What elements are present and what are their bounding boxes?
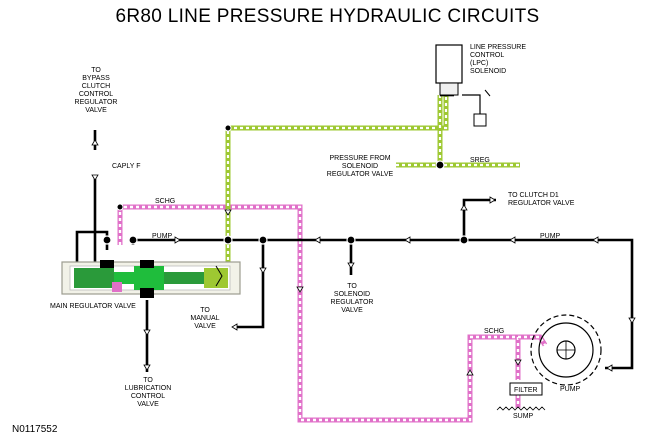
junction-dot: [128, 235, 138, 245]
junction-dot: [102, 235, 112, 245]
reference-number: N0117552: [12, 424, 58, 435]
pump-label-right: PUMP: [540, 233, 561, 240]
to-bypass-label: TO: [91, 67, 101, 74]
junction-dot: [435, 160, 445, 170]
sump-label: SUMP: [513, 413, 534, 420]
to-clutch-label: TO CLUTCH D1: [508, 192, 559, 199]
filter-sump: [496, 382, 546, 411]
pump-label-left: PUMP: [152, 233, 173, 240]
caply-f-label: CAPLY F: [112, 163, 141, 170]
pump-gear-label: PUMP: [560, 386, 581, 393]
pressure-from-label: PRESSURE FROM: [329, 155, 390, 162]
schg-label-right: SCHG: [484, 328, 504, 335]
sreg-label: SREG: [470, 157, 490, 164]
lpc-circuit: [225, 95, 520, 290]
junction-dot: [346, 235, 356, 245]
schg-circuit: [117, 204, 548, 423]
main-regulator-label: MAIN REGULATOR VALVE: [50, 303, 136, 310]
to-solenoid-label: TO: [347, 283, 357, 290]
lpc-solenoid-label: LINE PRESSURE: [470, 44, 526, 51]
diagram-title: 6R80 LINE PRESSURE HYDRAULIC CIRCUITS: [115, 6, 540, 27]
to-manual-label: TO: [200, 307, 210, 314]
junction-dot: [459, 235, 469, 245]
pump-gear: [530, 314, 602, 386]
junction-dot: [258, 235, 268, 245]
filter-label: FILTER: [514, 387, 538, 394]
junction-dot: [224, 124, 232, 132]
main-regulator-valve: [61, 260, 241, 298]
junction-dots: [102, 124, 469, 245]
to-lubrication-label: TO: [143, 377, 153, 384]
junction-dot: [116, 203, 124, 211]
lpc-solenoid: [435, 44, 491, 127]
flow-arrows: [91, 139, 636, 376]
schg-label: SCHG: [155, 198, 175, 205]
junction-dot: [223, 235, 233, 245]
